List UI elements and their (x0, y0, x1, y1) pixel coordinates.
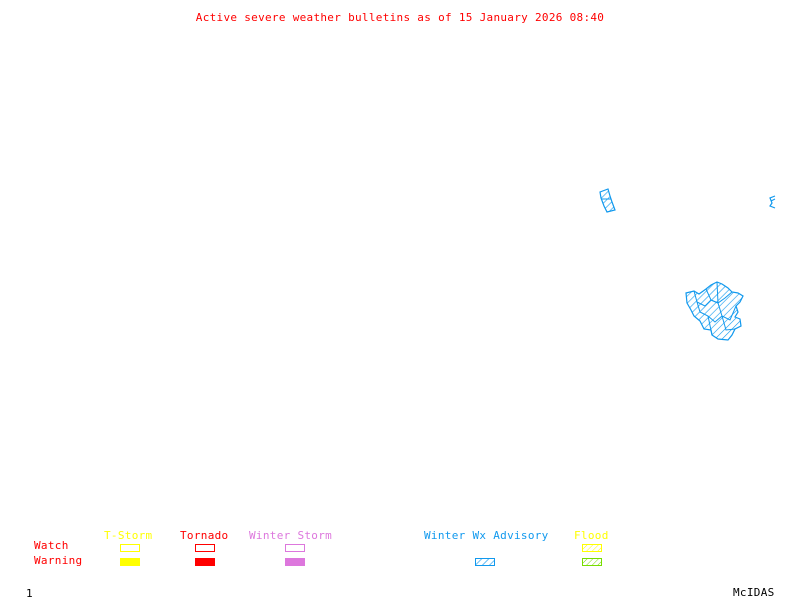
flood-warning-swatch (582, 558, 602, 566)
winter-storm-watch-swatch (285, 544, 305, 552)
legend-label-tstorm: T-Storm (104, 529, 153, 542)
frame-number: 1 (26, 587, 33, 600)
legend-label-flood: Flood (574, 529, 609, 542)
legend-label-tornado: Tornado (180, 529, 229, 542)
map-title: Active severe weather bulletins as of 15… (195, 11, 605, 24)
advisory-area-1 (599, 188, 616, 213)
legend-label-winter-wx-advisory: Winter Wx Advisory (424, 529, 549, 542)
advisory-area-2 (769, 195, 776, 209)
flood-watch-swatch (582, 544, 602, 552)
legend-label-winter-storm: Winter Storm (249, 529, 333, 542)
winter-storm-warning-swatch (285, 558, 305, 566)
legend-row-warning: Warning (34, 554, 83, 567)
tstorm-warning-swatch (120, 558, 140, 566)
brand-label: McIDAS (733, 586, 775, 599)
legend-row-watch: Watch (34, 539, 69, 552)
advisory-area-3 (685, 281, 744, 341)
tornado-warning-swatch (195, 558, 215, 566)
tstorm-watch-swatch (120, 544, 140, 552)
winter-wx-advisory-swatch (475, 558, 495, 566)
tornado-watch-swatch (195, 544, 215, 552)
